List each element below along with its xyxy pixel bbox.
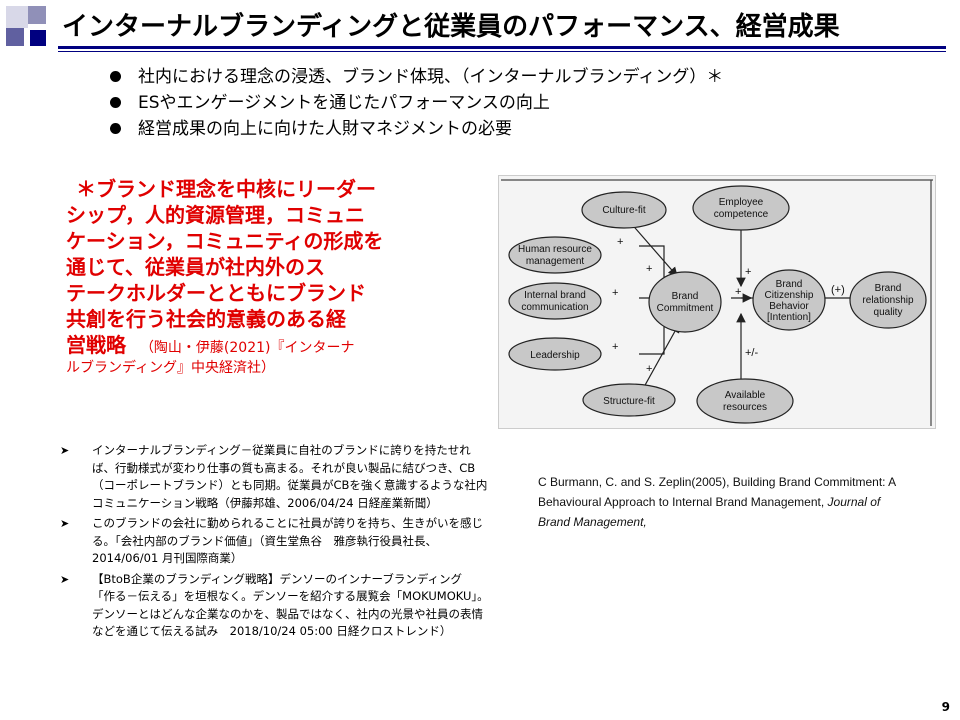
key-points-list: 社内における理念の浸透、ブランド体現、（インターナルブランディング）＊ ESやエ… bbox=[110, 64, 723, 142]
callout-line: シップ，人的資源管理，コミュニ bbox=[66, 203, 365, 227]
note-text: このブランドの会社に勤められることに社員が誇りを持ち、生きがいを感じる。「会社内… bbox=[92, 516, 483, 565]
sign-plus: + bbox=[745, 266, 751, 278]
node-internal-communication bbox=[508, 282, 602, 320]
bullet-dot-icon bbox=[110, 123, 121, 134]
case-notes-list: ➤ インターナルブランディング－従業員に自社のブランドに誇りを持たせれば、行動様式… bbox=[58, 442, 490, 644]
callout-line: 通じて、従業員が社内外のス bbox=[66, 255, 325, 279]
diagram-svg: Culture-fit Employee competence Human re… bbox=[501, 179, 933, 426]
key-point: 経営成果の向上に向けた人財マネジメントの必要 bbox=[110, 116, 723, 142]
arrow-bullet-icon: ➤ bbox=[60, 517, 70, 530]
node-hrm bbox=[508, 236, 602, 274]
note-item: ➤ 【BtoB企業のブランディング戦略】デンソーのインナーブランディング 「作る－… bbox=[58, 571, 490, 641]
sign-plus: + bbox=[612, 341, 618, 353]
label-leadership: Leadership bbox=[530, 350, 580, 361]
bullet-dot-icon bbox=[110, 97, 121, 108]
label-bcb: Brand bbox=[776, 279, 803, 290]
callout-line: 共創を行う社会的意義のある経 bbox=[66, 307, 346, 331]
key-point-text: ESやエンゲージメントを通じたパフォーマンスの向上 bbox=[138, 93, 550, 113]
corner-logo bbox=[2, 2, 50, 50]
label-bcb: Citizenship bbox=[765, 290, 814, 301]
key-point: ESやエンゲージメントを通じたパフォーマンスの向上 bbox=[110, 90, 723, 116]
sign-plus-minus: +/- bbox=[745, 347, 758, 359]
sign-plus: + bbox=[735, 286, 741, 298]
callout-line: 営戦略 bbox=[66, 333, 126, 357]
label-employee-competence: competence bbox=[714, 209, 769, 220]
node-employee-competence bbox=[692, 185, 790, 231]
citation-authors: C Burmann, C. and S. Zeplin(2005), Build… bbox=[538, 475, 897, 489]
label-hrm: Human resource bbox=[518, 244, 592, 255]
citation-journal: Journal of bbox=[827, 495, 881, 509]
node-bcb bbox=[752, 269, 826, 331]
note-item: ➤ このブランドの会社に勤められることに社員が誇りを持ち、生きがいを感じる。「会社… bbox=[58, 515, 490, 568]
node-brq bbox=[849, 271, 927, 329]
label-culture-fit: Culture-fit bbox=[602, 205, 646, 216]
label-brq: relationship bbox=[862, 295, 914, 306]
label-internal-communication: Internal brand bbox=[524, 290, 586, 301]
callout-citation: （陶山・伊藤(2021)『インターナ bbox=[139, 340, 355, 356]
key-point: 社内における理念の浸透、ブランド体現、（インターナルブランディング）＊ bbox=[110, 64, 723, 90]
note-text: インターナルブランディング－従業員に自社のブランドに誇りを持たせれば、行動様式が… bbox=[92, 443, 488, 510]
node-available-resources bbox=[696, 378, 794, 424]
label-brq: quality bbox=[874, 307, 903, 318]
label-brq: Brand bbox=[875, 283, 902, 294]
edge-hrm-to-merge bbox=[639, 245, 665, 281]
page-number: 9 bbox=[941, 700, 950, 714]
callout-citation: ルブランディング』中央経済社） bbox=[66, 360, 276, 376]
definition-callout: ＊ブランド理念を中核にリーダー シップ，人的資源管理，コミュニ ケーション，コミ… bbox=[66, 176, 406, 378]
callout-line: ケーション，コミュニティの形成を bbox=[66, 229, 384, 253]
title-rule bbox=[58, 46, 946, 49]
node-culture-fit bbox=[581, 191, 667, 229]
label-internal-communication: communication bbox=[521, 302, 588, 313]
key-point-text: 経営成果の向上に向けた人財マネジメントの必要 bbox=[138, 119, 512, 139]
label-brand-commitment: Brand bbox=[672, 291, 699, 302]
callout-line: テークホルダーとともにブランド bbox=[66, 281, 366, 305]
callout-line: ＊ブランド理念を中核にリーダー bbox=[76, 177, 376, 201]
title-rule-thin bbox=[58, 51, 946, 52]
note-text: 【BtoB企業のブランディング戦略】デンソーのインナーブランディング 「作る－伝… bbox=[92, 571, 489, 639]
figure-citation: C Burmann, C. and S. Zeplin(2005), Build… bbox=[538, 472, 948, 532]
sign-plus: + bbox=[646, 263, 652, 275]
sign-plus: + bbox=[612, 287, 618, 299]
key-point-text: 社内における理念の浸透、ブランド体現、（インターナルブランディング）＊ bbox=[138, 67, 724, 87]
sign-plus-paren: (+) bbox=[831, 284, 845, 296]
label-employee-competence: Employee bbox=[719, 197, 764, 208]
node-structure-fit bbox=[582, 383, 676, 417]
label-bcb: [Intention] bbox=[767, 312, 811, 323]
sign-plus: + bbox=[646, 363, 652, 375]
label-structure-fit: Structure-fit bbox=[603, 396, 655, 407]
sign-plus: + bbox=[617, 236, 623, 248]
label-available-resources: resources bbox=[723, 402, 767, 413]
page-title: インターナルブランディングと従業員のパフォーマンス、経営成果 bbox=[62, 12, 840, 42]
citation-journal: Brand Management, bbox=[538, 515, 647, 529]
label-bcb: Behavior bbox=[769, 301, 809, 312]
arrow-bullet-icon: ➤ bbox=[60, 444, 70, 457]
label-brand-commitment: Commitment bbox=[657, 303, 714, 314]
node-leadership bbox=[508, 337, 602, 371]
edge-structure-to-commitment bbox=[638, 322, 680, 397]
arrow-bullet-icon: ➤ bbox=[60, 572, 70, 586]
edge-leadership-to-merge bbox=[639, 316, 665, 355]
brand-commitment-diagram: Culture-fit Employee competence Human re… bbox=[498, 175, 936, 429]
node-brand-commitment bbox=[648, 271, 722, 333]
note-item: ➤ インターナルブランディング－従業員に自社のブランドに誇りを持たせれば、行動様式… bbox=[58, 442, 490, 512]
edge-culture-to-commitment bbox=[628, 220, 678, 277]
label-hrm: management bbox=[526, 256, 585, 267]
citation-title: Behavioural Approach to Internal Brand M… bbox=[538, 495, 825, 509]
label-available-resources: Available bbox=[725, 390, 766, 401]
bullet-dot-icon bbox=[110, 71, 121, 82]
